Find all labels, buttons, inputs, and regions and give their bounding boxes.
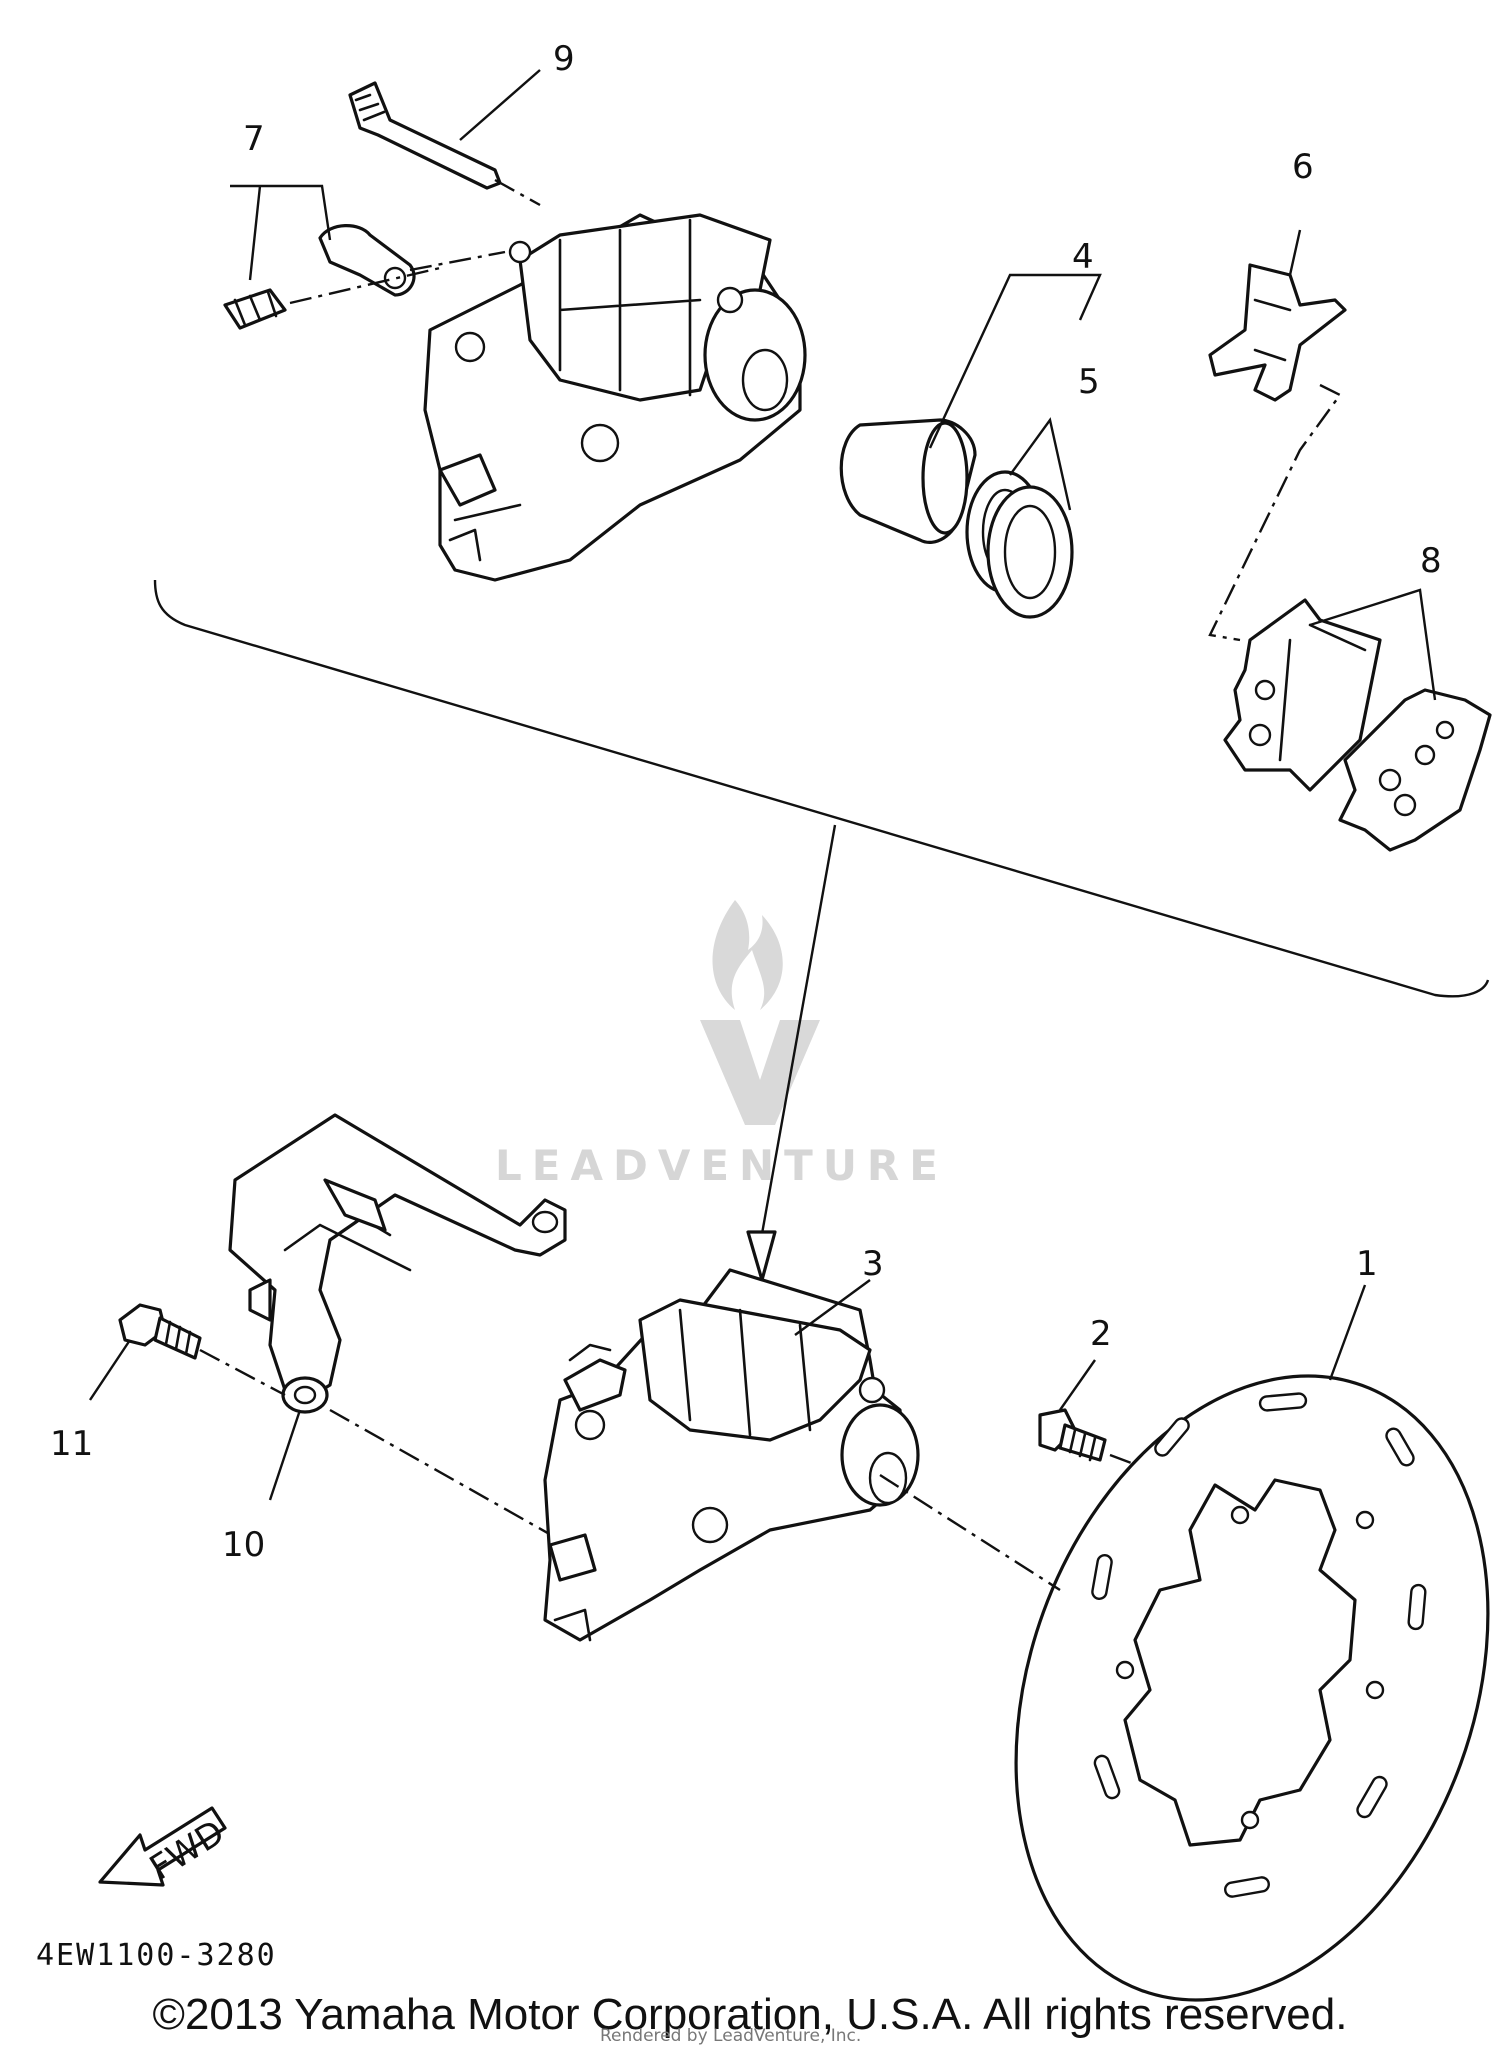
leadventure-watermark: LEADVENTURE [495, 900, 948, 1190]
callout-numbers: 9 7 6 4 5 8 3 2 1 11 10 [50, 39, 1442, 1565]
bleed-screw-set [223, 184, 506, 330]
caliper-bolt-exploded [348, 69, 541, 207]
forward-arrow: FWD [98, 1806, 231, 1888]
callout-9: 9 [553, 39, 575, 79]
caliper-assembled [543, 1268, 920, 1642]
pad-spring [1208, 229, 1347, 642]
diagram-part-code: 4EW1100-3280 [36, 1938, 277, 1973]
bracket-collar [268, 1408, 561, 1542]
caliper-bracket [228, 1113, 567, 1414]
callout-8: 8 [1420, 541, 1442, 581]
brake-pads [1223, 588, 1492, 852]
callout-2: 2 [1090, 1314, 1112, 1354]
callout-3: 3 [862, 1244, 884, 1284]
assembly-bracket [153, 579, 1490, 1282]
disc-screw [1038, 1359, 1151, 1472]
copyright-notice: ©2013 Yamaha Motor Corporation, U.S.A. A… [152, 1990, 1348, 2039]
bracket-bolt [89, 1303, 286, 1401]
watermark-flame-icon [712, 900, 783, 1010]
brake-disc [879, 1284, 1490, 2002]
callout-10: 10 [222, 1525, 265, 1565]
callout-11: 11 [50, 1424, 93, 1464]
watermark-text: LEADVENTURE [495, 1141, 948, 1190]
callout-6: 6 [1292, 147, 1314, 187]
forward-arrow-icon [98, 1806, 227, 1887]
assembly-arrow-head [746, 1230, 777, 1282]
caliper-body-exploded [423, 213, 807, 582]
callout-7: 7 [243, 119, 265, 159]
watermark-v-icon [700, 1020, 820, 1125]
piston-and-seals [839, 273, 1102, 619]
callout-5: 5 [1078, 362, 1100, 402]
callout-1: 1 [1356, 1244, 1378, 1284]
callout-4: 4 [1072, 237, 1094, 277]
rendered-by-notice: Rendered by LeadVenture, Inc. [600, 2026, 862, 2046]
